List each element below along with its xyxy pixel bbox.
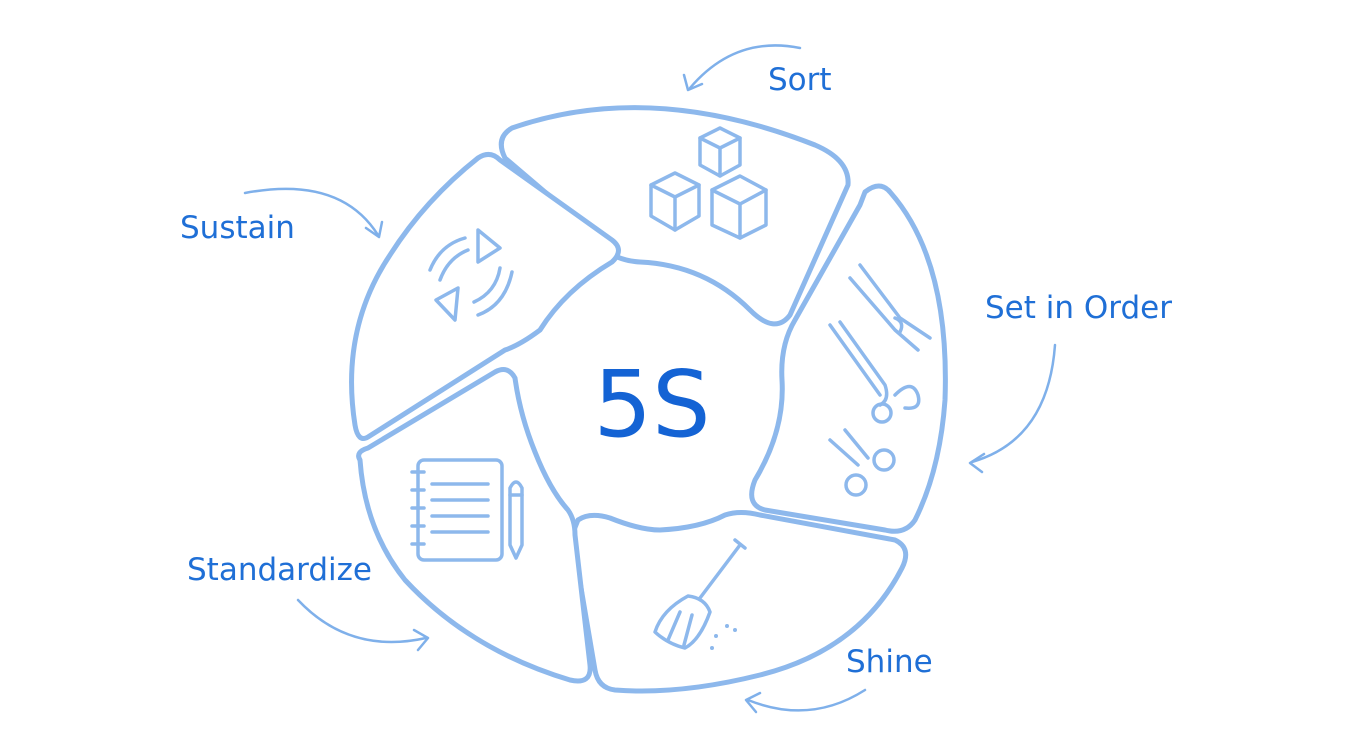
arrow-to-standardize: [296, 598, 430, 652]
arrow-to-set-in-order: [968, 343, 1057, 474]
notebook-pencil-icon: [410, 458, 524, 562]
label-sort: Sort: [768, 62, 832, 98]
arrow-to-sustain: [243, 187, 384, 239]
cycle-arrows-icon: [428, 228, 514, 322]
center-title: 5S: [594, 351, 711, 458]
arrow-to-shine: [744, 688, 867, 714]
label-shine: Shine: [846, 644, 933, 680]
label-set-in-order: Set in Order: [985, 290, 1172, 326]
broom-icon: [653, 538, 747, 650]
label-sustain: Sustain: [180, 210, 295, 246]
segment-standardize: [356, 367, 593, 684]
segment-set-in-order: [749, 183, 948, 534]
arrow-to-sort: [682, 44, 802, 92]
segment-shine: [569, 510, 909, 694]
label-standardize: Standardize: [187, 552, 372, 588]
tools-icon: [828, 263, 932, 497]
cubes-icon: [649, 126, 768, 240]
